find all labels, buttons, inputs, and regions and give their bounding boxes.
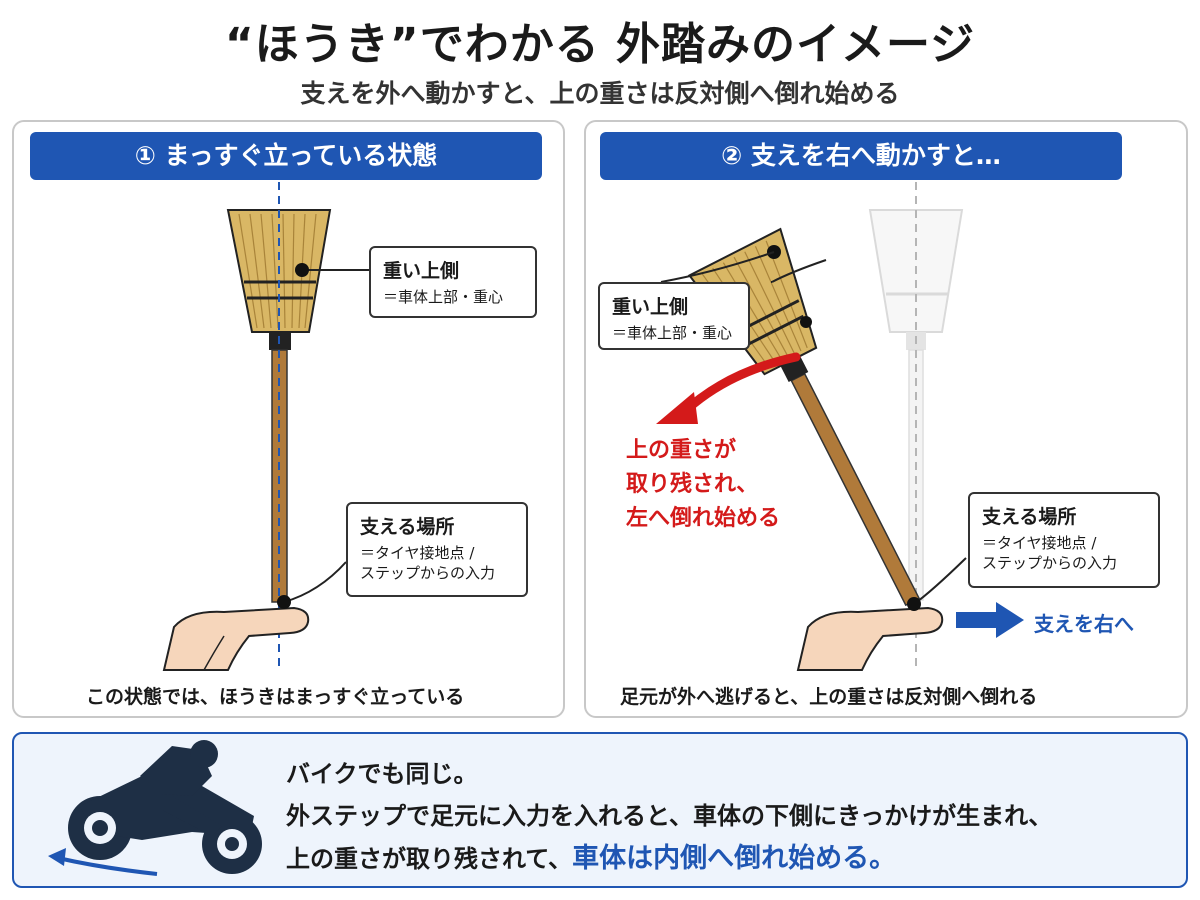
- page-title: “ほうき”でわかる 外踏みのイメージ: [224, 19, 976, 70]
- panel-moved: ② 支えを右へ動かすと…: [584, 120, 1188, 718]
- summary-line-2: 外ステップで足元に入力を入れると、車体の下側にきっかけが生まれ、: [286, 802, 1053, 830]
- panel-moved-header: ② 支えを右へ動かすと…: [600, 132, 1122, 180]
- callout-sub-2: ステップからの入力: [360, 564, 496, 582]
- panel-upright-caption: この状態では、ほうきはまっすぐ立っている: [86, 686, 465, 708]
- hand-icon: [162, 606, 310, 671]
- summary-highlight: 車体は内側へ倒れ始める。: [572, 843, 897, 874]
- weight-point-dot: [295, 263, 309, 277]
- fall-left-warning: 上の重さが 取り残され、 左へ倒れ始める: [626, 434, 780, 536]
- summary-line-1: バイクでも同じ。: [286, 760, 478, 788]
- motorcycle-rider-icon: [48, 740, 262, 876]
- warning-line: 左へ倒れ始める: [626, 506, 781, 531]
- hand-icon: [796, 606, 944, 671]
- motorcycle-summary-banner: バイクでも同じ。 外ステップで足元に入力を入れると、車体の下側にきっかけが生まれ…: [12, 732, 1188, 888]
- move-right-label: 支えを右へ: [1034, 612, 1134, 636]
- support-point-dot: [277, 595, 291, 609]
- callout-sub: ＝車体上部・重心: [612, 324, 733, 342]
- callout-heavy-top: 重い上側 ＝車体上部・重心: [369, 246, 537, 318]
- tilting-broom-illustration: [656, 182, 1024, 671]
- support-point-dot: [907, 597, 921, 611]
- callout-sub-2: ステップからの入力: [982, 554, 1118, 572]
- callout-heavy-top: 重い上側 ＝車体上部・重心: [598, 282, 750, 350]
- curve-arrow-icon: [57, 856, 158, 876]
- panel-moved-caption: 足元が外へ逃げると、上の重さは反対側へ倒れる: [620, 686, 1038, 708]
- callout-support-point: 支える場所 ＝タイヤ接地点 / ステップからの入力: [968, 492, 1160, 588]
- handle-joint-dot: [800, 316, 812, 328]
- callout-title: 重い上側: [383, 260, 460, 282]
- page-subtitle: 支えを外へ動かすと、上の重さは反対側へ倒れ始める: [300, 79, 900, 108]
- warning-line: 取り残され、: [626, 472, 759, 497]
- callout-sub: ＝車体上部・重心: [383, 288, 504, 306]
- callout-sub-1: ＝タイヤ接地点 /: [360, 544, 475, 562]
- callout-title: 支える場所: [982, 506, 1077, 528]
- callout-title: 重い上側: [612, 296, 689, 318]
- callout-sub-1: ＝タイヤ接地点 /: [982, 534, 1097, 552]
- panel-upright-header: ① まっすぐ立っている状態: [30, 132, 542, 180]
- move-right-arrow-icon: [956, 602, 1024, 638]
- panel-upright: ① まっすぐ立っている状態 重い上側: [12, 120, 565, 718]
- fall-left-arrow: [677, 352, 801, 419]
- summary-line-3-prefix: 上の重さが取り残されて、: [286, 845, 573, 873]
- callout-support-point: 支える場所 ＝タイヤ接地点 / ステップからの入力: [346, 502, 528, 597]
- upright-broom-illustration: [162, 182, 370, 671]
- callout-title: 支える場所: [360, 516, 455, 538]
- warning-line: 上の重さが: [626, 438, 737, 463]
- summary-line-3: 上の重さが取り残されて、車体は内側へ倒れ始める。: [286, 836, 896, 875]
